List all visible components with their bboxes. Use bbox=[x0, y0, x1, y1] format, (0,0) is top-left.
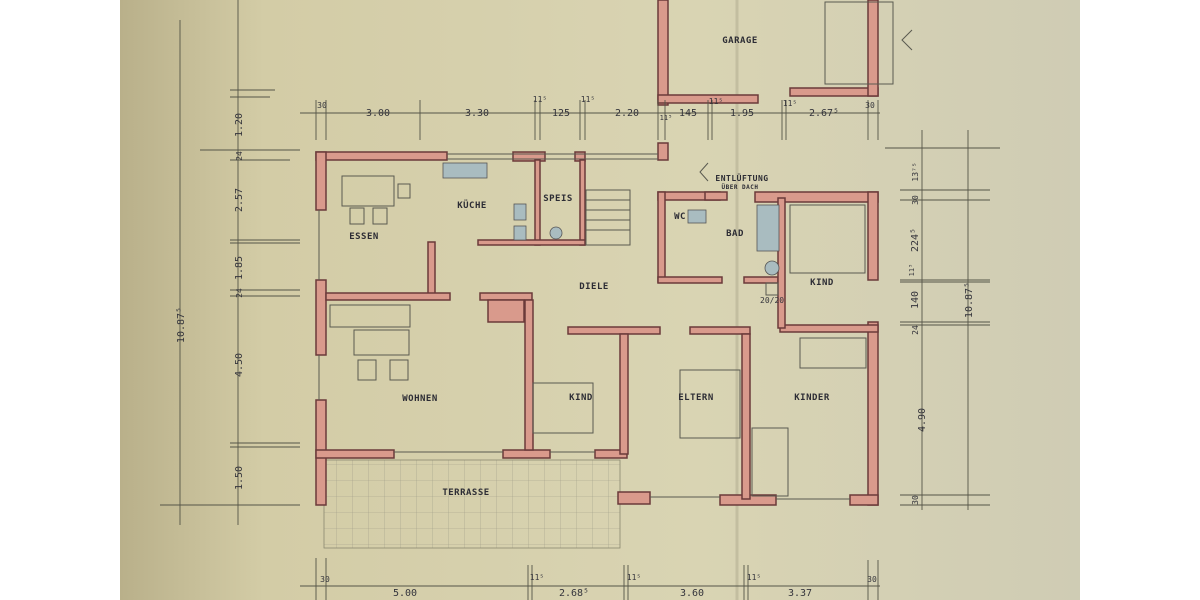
dim-top: 2.67⁵ bbox=[809, 108, 839, 119]
dim-left: 24 bbox=[235, 288, 244, 298]
room-bad: BAD bbox=[726, 229, 744, 239]
dim-top: 1.95 bbox=[730, 108, 754, 119]
note-chimney: 20/20 bbox=[760, 296, 784, 305]
dim-top: 145 bbox=[679, 108, 697, 119]
room-terrasse: TERRASSE bbox=[442, 488, 489, 498]
room-kind-ne: KIND bbox=[810, 278, 834, 288]
room-garage: GARAGE bbox=[722, 36, 758, 46]
dim-top: 11⁵ bbox=[533, 95, 547, 104]
dim-top: 3.00 bbox=[366, 108, 390, 119]
note-ventilation: ENTLÜFTUNG bbox=[715, 173, 768, 183]
dim-left-total: 10.87⁵ bbox=[176, 307, 187, 343]
room-wohnen: WOHNEN bbox=[402, 394, 438, 404]
dim-top: 3.30 bbox=[465, 108, 489, 119]
dim-left: 4.50 bbox=[234, 353, 245, 377]
dim-top: 11⁵ bbox=[709, 97, 723, 106]
room-diele: DIELE bbox=[579, 282, 609, 292]
dim-top: 11⁵ bbox=[581, 95, 595, 104]
interior-walls bbox=[325, 159, 879, 500]
dim-left: 1.85 bbox=[234, 256, 245, 280]
dim-bottom: 30 bbox=[320, 575, 330, 584]
dim-right: 24 bbox=[911, 325, 920, 335]
dim-top: 30 bbox=[865, 101, 875, 110]
room-kind-s: KIND bbox=[569, 393, 593, 403]
room-eltern: ELTERN bbox=[678, 393, 714, 403]
terrace-tiles bbox=[323, 459, 621, 549]
room-wc: WC bbox=[674, 212, 686, 222]
dim-top: 125 bbox=[552, 108, 570, 119]
dim-top: 11⁵ bbox=[783, 99, 797, 108]
room-labels: GARAGE KÜCHE SPEIS ESSEN WC BAD KIND DIE… bbox=[349, 36, 834, 498]
dim-bottom: 11⁵ bbox=[530, 573, 544, 582]
dim-bottom: 3.60 bbox=[680, 588, 704, 599]
garage bbox=[657, 0, 913, 106]
dimensions-left: 1.20 24 2.57 1.85 24 4.50 1.50 10.87⁵ bbox=[176, 113, 245, 490]
dimensions-bottom: 30 5.00 11⁵ 2.68⁵ 11⁵ 3.60 11⁵ 3.37 30 bbox=[320, 573, 877, 599]
room-kinder: KINDER bbox=[794, 393, 830, 403]
exterior-walls bbox=[315, 142, 879, 506]
room-speis: SPEIS bbox=[543, 194, 573, 204]
dim-bottom: 2.68⁵ bbox=[559, 588, 589, 599]
dim-right-total: 10.87⁵ bbox=[964, 282, 975, 318]
dim-right: 30 bbox=[911, 495, 920, 505]
dim-bottom: 5.00 bbox=[393, 588, 417, 599]
dim-right: 140 bbox=[910, 291, 921, 309]
dim-right: 13⁷⁵ bbox=[911, 162, 920, 181]
dim-right: 11⁵ bbox=[908, 264, 916, 277]
room-essen: ESSEN bbox=[349, 232, 379, 242]
dim-left: 1.20 bbox=[234, 113, 245, 137]
dim-top: 2.20 bbox=[615, 108, 639, 119]
dim-right: 30 bbox=[911, 195, 920, 205]
dim-top: 11⁵ bbox=[660, 114, 673, 122]
dim-left: 2.57 bbox=[234, 188, 245, 212]
dim-top: 30 bbox=[317, 101, 327, 110]
dim-right: 224⁵ bbox=[910, 228, 921, 252]
dimensions-top: 30 3.00 3.30 11⁵ 125 11⁵ 2.20 11⁵ 145 11… bbox=[317, 95, 875, 122]
dim-left: 1.50 bbox=[234, 466, 245, 490]
dim-bottom: 30 bbox=[867, 575, 877, 584]
dim-bottom: 3.37 bbox=[788, 588, 812, 599]
dimensions-right: 13⁷⁵ 30 224⁵ 11⁵ 140 24 4.90 30 10.87⁵ bbox=[908, 162, 975, 504]
dim-bottom: 11⁵ bbox=[627, 573, 641, 582]
dim-left: 24 bbox=[235, 151, 244, 161]
dim-bottom: 11⁵ bbox=[747, 573, 761, 582]
room-kueche: KÜCHE bbox=[457, 200, 487, 211]
dimension-lines bbox=[160, 0, 1000, 600]
fixtures bbox=[329, 162, 867, 497]
note-over-roof: ÜBER DACH bbox=[721, 184, 758, 191]
dim-right: 4.90 bbox=[917, 408, 928, 432]
